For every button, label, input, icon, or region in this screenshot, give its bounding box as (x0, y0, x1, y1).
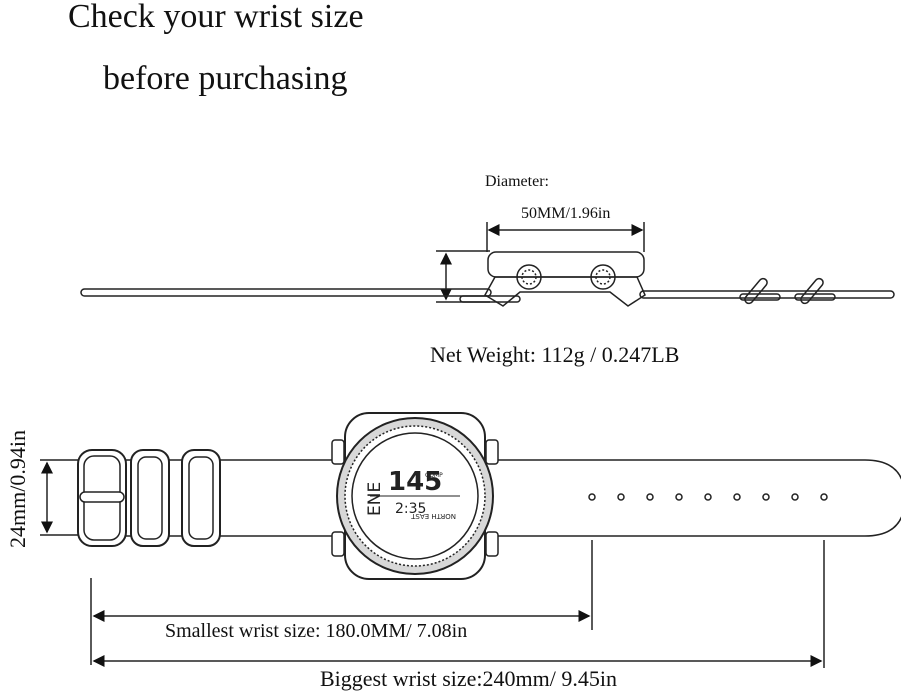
wrist-size-dimensions (90, 540, 825, 668)
diameter-label: Diameter: (485, 173, 549, 190)
title-line-2: before purchasing (103, 60, 348, 97)
side-strap-right (639, 290, 895, 299)
net-weight-label: Net Weight: 112g / 0.247LB (430, 342, 680, 367)
side-view (80, 222, 895, 307)
front-strap (88, 459, 901, 537)
watch-degrees: 145 (388, 467, 442, 497)
diameter-value: 50MM/1.96in (521, 205, 611, 222)
watch-direction: ENE (365, 482, 385, 516)
watch-mode: COMP (425, 472, 443, 479)
strap-holes (588, 493, 828, 501)
keeper-2 (181, 449, 221, 547)
side-watch-case (487, 251, 645, 278)
watch-label: NORTH EAST (410, 512, 456, 520)
title-line-1: Check your wrist size (68, 0, 364, 35)
keeper-1 (130, 449, 170, 547)
watch-time: 2:35 (395, 501, 426, 517)
front-view (40, 412, 901, 580)
smallest-wrist-label: Smallest wrist size: 180.0MM/ 7.08in (165, 620, 468, 642)
watch-display: ENE 145 COMP 2:35 NORTH EAST (365, 467, 456, 520)
biggest-wrist-label: Biggest wrist size:240mm/ 9.45in (320, 666, 617, 691)
side-strap-left (80, 288, 492, 297)
